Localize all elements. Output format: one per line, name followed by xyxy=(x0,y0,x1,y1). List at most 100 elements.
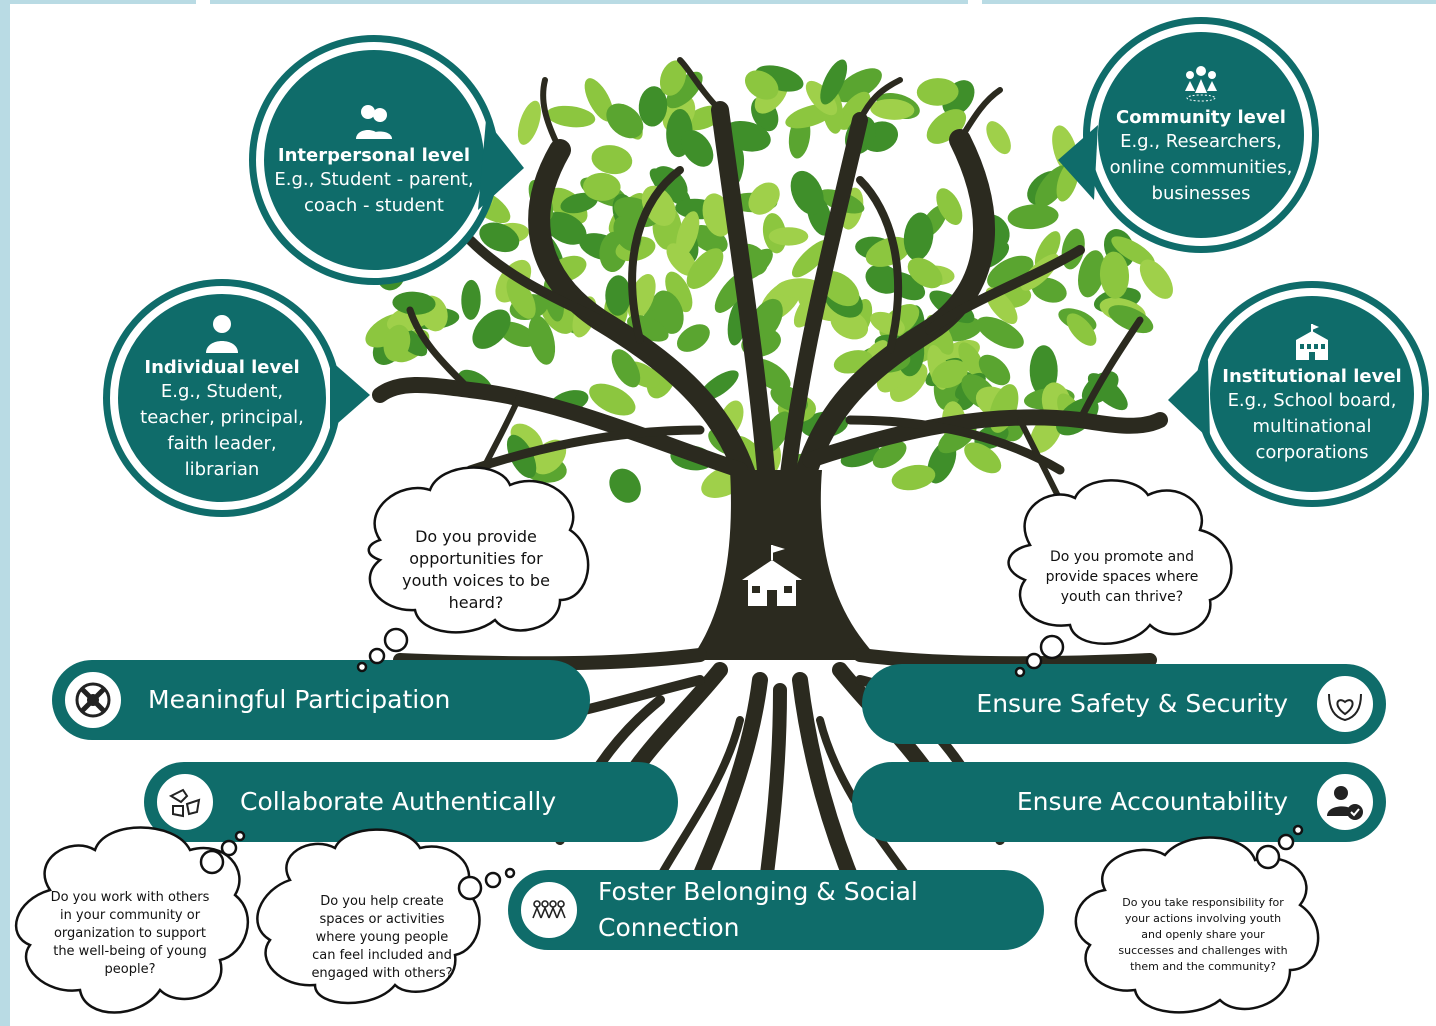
tree-leaf xyxy=(790,170,824,215)
banner-label: Meaningful Participation xyxy=(148,685,451,714)
institutional-level-circle: Institutional level E.g., School board, … xyxy=(1202,288,1422,500)
top-frame-segment xyxy=(210,0,968,4)
question-text: Do you provide opportunities for youth v… xyxy=(402,527,550,612)
tree-leaf xyxy=(544,211,587,245)
banner-label: Ensure Accountability xyxy=(1016,787,1288,816)
tree-leaf xyxy=(676,324,710,352)
level-description: librarian xyxy=(184,459,260,480)
tree-leaf xyxy=(591,145,633,175)
tree-leaf xyxy=(666,243,697,276)
tree-leaf xyxy=(721,121,771,152)
tree-leaf xyxy=(606,103,644,139)
tree-leaf xyxy=(865,264,902,294)
tree-leaf xyxy=(986,121,1011,155)
participation-icon xyxy=(62,669,124,731)
thought-bubble-responsibility: Do you take responsibility for your acti… xyxy=(1118,880,1288,990)
tree-leaf xyxy=(889,363,928,402)
group-people-icon xyxy=(518,879,580,941)
level-title: Interpersonal level xyxy=(277,145,471,166)
tree-leaf xyxy=(611,349,641,388)
heart-hands-icon xyxy=(1314,673,1376,735)
community-level-circle: Community level E.g., Researchers, onlin… xyxy=(1090,24,1312,246)
tree-leaf xyxy=(583,172,621,201)
tree-leaf xyxy=(916,78,959,106)
banner-label: Foster Belonging & Social xyxy=(598,877,918,906)
tree-leaf xyxy=(609,468,641,503)
tree-leaf xyxy=(978,354,1011,386)
person-icon xyxy=(206,315,238,353)
tree-leaf xyxy=(472,309,511,349)
tree-leaf xyxy=(1139,259,1173,299)
tree-leaf xyxy=(479,222,520,253)
tree-leaf xyxy=(964,442,1002,474)
schoolhouse-icon xyxy=(742,545,802,606)
left-frame-bar xyxy=(0,0,10,1026)
people-icon xyxy=(356,105,392,139)
tree-leaf xyxy=(546,105,596,128)
thought-bubble-spaces: Do you promote and provide spaces where … xyxy=(1040,532,1204,622)
level-description: faith leader, xyxy=(167,433,277,454)
banner-ensure-accountability: Ensure Accountability xyxy=(852,762,1386,842)
tree-leaf xyxy=(584,78,614,122)
level-description: multinational xyxy=(1252,416,1372,437)
level-title: Institutional level xyxy=(1222,366,1402,387)
tree-leaf xyxy=(517,100,541,145)
tree-leaf xyxy=(870,98,915,120)
question-text: Do you work with others in your communit… xyxy=(50,890,210,977)
level-description: E.g., School board, xyxy=(1227,390,1397,411)
level-description: online communities, xyxy=(1109,157,1293,178)
top-frame-segment xyxy=(982,0,1436,4)
level-title: Individual level xyxy=(144,357,300,378)
question-text: Do you help create spaces or activities … xyxy=(311,894,453,981)
thought-bubble-help-create: Do you help create spaces or activities … xyxy=(302,888,462,988)
community-icon xyxy=(1185,66,1217,102)
tree-leaf xyxy=(976,316,1024,349)
tree-leaf xyxy=(820,59,848,105)
individual-level-circle: Individual level E.g., Student, teacher,… xyxy=(110,286,334,510)
tree-leaf xyxy=(1007,204,1059,230)
tree-leaf xyxy=(528,315,556,365)
tree-leaf xyxy=(641,185,676,227)
tree-leaf xyxy=(605,275,631,316)
tree-leaf xyxy=(383,324,411,362)
tree-leaf xyxy=(680,130,714,167)
tree-leaf xyxy=(958,342,984,377)
puzzle-collaboration-icon xyxy=(154,771,216,833)
banner-label: Connection xyxy=(598,913,740,942)
question-text: Do you promote and provide spaces where … xyxy=(1045,549,1199,605)
tree-leaf xyxy=(461,279,481,320)
interpersonal-level-circle: Interpersonal level E.g., Student - pare… xyxy=(256,42,492,278)
thought-bubble-voices: Do you provide opportunities for youth v… xyxy=(386,520,566,620)
tree-leaf xyxy=(1077,250,1106,298)
tree-leaf xyxy=(560,192,598,214)
tree-leaf xyxy=(392,291,436,315)
tree-leaf xyxy=(936,188,963,225)
tree-leaf xyxy=(903,212,934,261)
tree-leaf xyxy=(686,248,724,289)
level-description: E.g., Researchers, xyxy=(1120,131,1282,152)
tree-leaf xyxy=(907,257,943,289)
banner-collaborate-authentically: Collaborate Authentically xyxy=(144,762,678,842)
banner-label: Ensure Safety & Security xyxy=(976,689,1288,718)
person-check-icon xyxy=(1314,771,1376,833)
level-description: businesses xyxy=(1151,183,1251,204)
banner-safety-security: Ensure Safety & Security xyxy=(862,664,1386,744)
level-description: E.g., Student - parent, xyxy=(274,169,474,190)
tree-leaf xyxy=(665,271,693,313)
tree-leaf xyxy=(1066,313,1097,346)
tree-leaf xyxy=(931,359,968,389)
level-description: teacher, principal, xyxy=(140,407,304,428)
tree-leaf xyxy=(506,277,536,319)
tree-leaf xyxy=(748,182,780,215)
banner-foster-belonging: Foster Belonging & Social Connection xyxy=(508,870,1044,950)
tree-leaf xyxy=(589,383,636,416)
top-frame-segment xyxy=(0,0,196,4)
tree-leaf xyxy=(1108,305,1154,334)
tree-leaf xyxy=(744,70,779,100)
level-description: coach - student xyxy=(304,195,444,216)
tree-leaf xyxy=(830,308,869,340)
question-text: Do you take responsibility for your acti… xyxy=(1118,896,1288,973)
tree-leaf xyxy=(835,68,882,103)
level-description: corporations xyxy=(1255,442,1369,463)
tree-leaf xyxy=(791,239,831,278)
